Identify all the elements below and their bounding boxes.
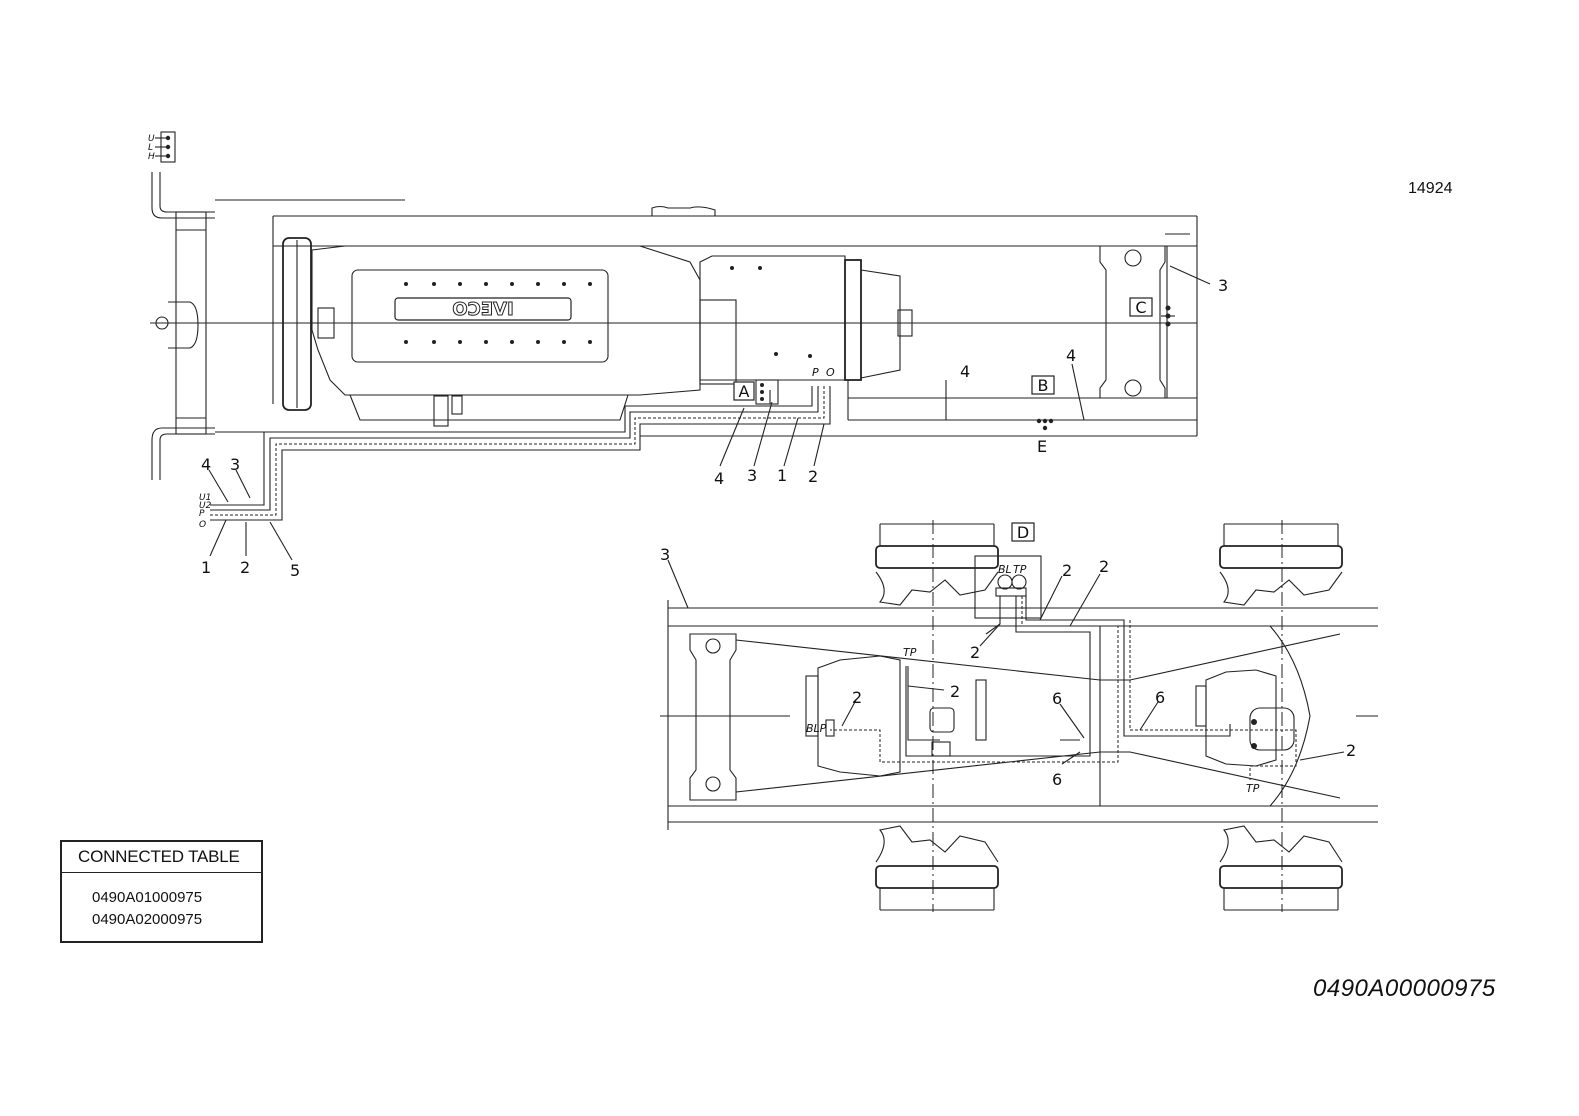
connected-table-row: 0490A02000975 [92, 911, 203, 928]
box-label-b: B [1031, 375, 1055, 395]
callout-3-rear: 3 [1218, 276, 1228, 295]
port-label-p-front: P [199, 509, 205, 519]
lower-axle-view: D BL TP TP BLP TP [660, 520, 1378, 912]
callout-3-front: 3 [230, 455, 240, 474]
svg-text:IVECO: IVECO [452, 299, 513, 320]
port-label-h: H [148, 152, 155, 162]
radiator [282, 237, 312, 411]
port-label-blp: BLP [806, 722, 827, 735]
upper-chassis-view: U L H [148, 131, 1228, 580]
callout-3-lower: 3 [660, 545, 670, 564]
callout-6-lower: 6 [1052, 770, 1062, 789]
port-label-p-gearbox: P [812, 366, 819, 379]
transmission [699, 255, 913, 385]
engine-head-bolts [404, 282, 592, 344]
callout-2-front-axle: 2 [950, 682, 960, 701]
sheet-reference: 14924 [1408, 180, 1453, 197]
connected-table-title: CONNECTED TABLE [62, 842, 261, 873]
callout-4-mid: 4 [960, 362, 970, 381]
connected-table-row: 0490A01000975 [92, 889, 203, 906]
callout-1-front: 1 [201, 558, 211, 577]
callout-4-front: 4 [201, 455, 211, 474]
wheel-rear-right [1219, 825, 1343, 911]
rear-differential [1195, 669, 1295, 767]
port-label-u: U [148, 134, 155, 144]
valve-block-d: BL TP [974, 555, 1042, 619]
port-label-o-gearbox: O [826, 366, 835, 379]
wheel-front-left [875, 523, 999, 606]
engine: IVECO [311, 245, 701, 427]
iveco-logo: IVECO [394, 297, 572, 321]
callout-3-gearbox: 3 [747, 466, 757, 485]
box-label-c: C [1129, 297, 1153, 317]
chassis-rails [150, 205, 1198, 437]
svg-text:A: A [739, 382, 750, 401]
port-label-tp-d: TP [1013, 563, 1027, 576]
callout-5-front: 5 [290, 561, 300, 580]
hose-bundle-upper: U1 U2 P O [199, 386, 1197, 530]
connected-table: CONNECTED TABLE 0490A01000975 0490A02000… [60, 840, 263, 943]
leader-lines-upper [208, 265, 1211, 561]
svg-text:D: D [1017, 523, 1029, 542]
port-label-tp-rear-axle: TP [1246, 782, 1260, 795]
svg-text:C: C [1135, 298, 1146, 317]
callout-6-rear: 6 [1155, 688, 1165, 707]
box-label-d: D [1011, 522, 1035, 542]
callout-2-d-right: 2 [1099, 557, 1109, 576]
connector-e: E [1036, 418, 1054, 456]
svg-text:B: B [1038, 376, 1049, 395]
port-label-u1: U1 [199, 493, 211, 503]
valve-block-a [755, 379, 779, 405]
ulh-connector: U L H [148, 131, 176, 163]
port-label-tp-front-axle: TP [903, 646, 917, 659]
front-differential [805, 655, 987, 777]
wheel-rear-left [1219, 523, 1343, 606]
callout-6-upper: 6 [1052, 689, 1062, 708]
front-bumper [151, 172, 405, 480]
callout-2-blp: 2 [852, 688, 862, 707]
port-label-l: L [148, 143, 153, 153]
wheel-front-right [875, 825, 999, 911]
drawing-number: 0490A00000975 [1313, 975, 1496, 1002]
callout-2-gearbox: 2 [808, 467, 818, 486]
svg-text:E: E [1037, 437, 1047, 456]
callout-2-d-left: 2 [1062, 561, 1072, 580]
callout-2-front: 2 [240, 558, 250, 577]
callout-4-gearbox: 4 [714, 469, 724, 488]
callout-1-gearbox: 1 [777, 466, 787, 485]
leader-lines-lower [667, 559, 1345, 765]
port-label-o-front: O [199, 520, 206, 530]
port-label-bl-d: BL [998, 563, 1012, 576]
box-label-a: A [733, 381, 755, 401]
callout-4-rear: 4 [1066, 346, 1076, 365]
rear-crossmember [1099, 233, 1190, 399]
brake-hoses-lower [830, 596, 1297, 780]
callout-2-rear-axle: 2 [1346, 741, 1356, 760]
port-label-u2: U2 [199, 501, 212, 511]
callout-2-d-down: 2 [970, 643, 980, 662]
